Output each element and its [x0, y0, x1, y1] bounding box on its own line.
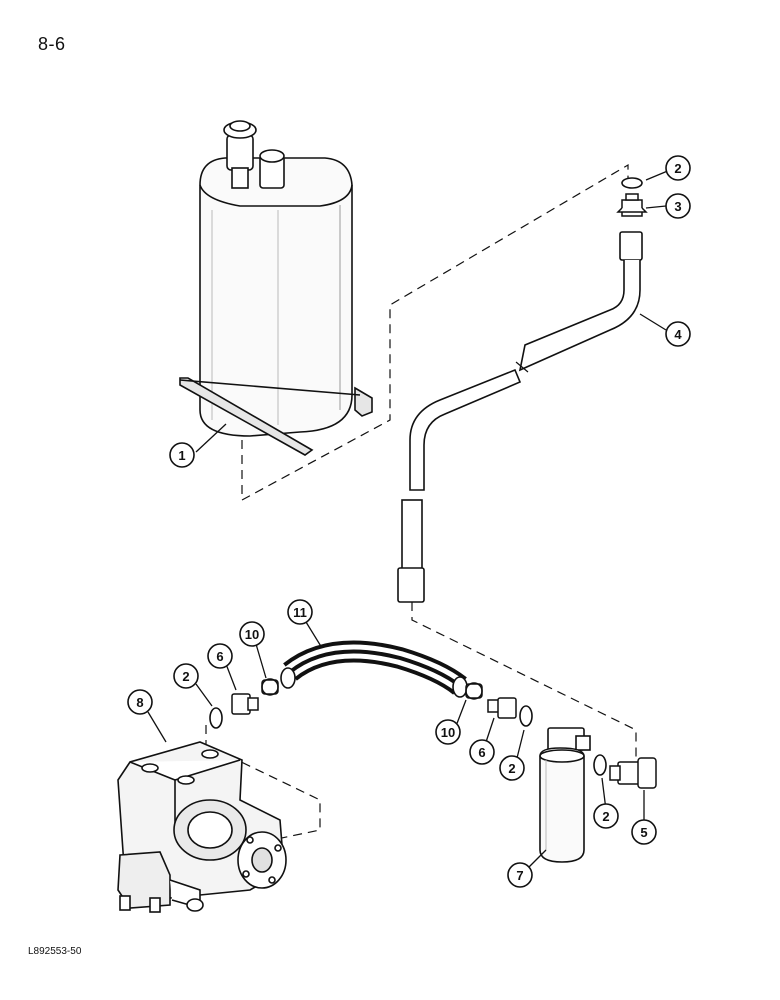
callout-label: 8	[136, 695, 143, 710]
suction-hose	[280, 640, 468, 698]
callout-2-filter-outlet: 2	[593, 803, 619, 829]
hose-clamp-right	[465, 682, 483, 700]
callout-label: 6	[478, 745, 485, 760]
callout-4: 4	[665, 321, 691, 347]
callout-2-pump: 2	[173, 663, 199, 689]
callout-11: 11	[287, 599, 313, 625]
figure-code: L892553-50	[28, 946, 82, 957]
callout-label: 3	[674, 199, 681, 214]
hydraulic-pump	[117, 741, 287, 913]
callout-6-right: 6	[469, 739, 495, 765]
callout-label: 2	[508, 761, 515, 776]
callout-label: 2	[602, 809, 609, 824]
callout-label: 10	[245, 627, 259, 642]
dashed-leader-tank-to-fitting	[241, 163, 629, 502]
mounting-bracket	[179, 377, 373, 456]
o-ring-pump	[209, 707, 223, 729]
callout-label: 1	[178, 448, 185, 463]
callout-2-top: 2	[665, 155, 691, 181]
reservoir-tank	[179, 120, 373, 456]
tank-port	[259, 149, 285, 189]
hose-barb-fitting-right	[487, 697, 517, 719]
callout-5: 5	[631, 819, 657, 845]
o-ring-filter-outlet	[593, 754, 607, 776]
callout-label: 6	[216, 649, 223, 664]
callout-7: 7	[507, 862, 533, 888]
o-ring-filter-inlet	[519, 705, 533, 727]
o-ring-top	[621, 177, 643, 189]
callout-1: 1	[169, 442, 195, 468]
callout-label: 11	[293, 605, 307, 620]
hose-barb-fitting-left	[231, 693, 259, 715]
callout-label: 2	[674, 161, 681, 176]
callout-label: 5	[640, 825, 647, 840]
tube-assembly	[397, 231, 643, 603]
oil-filter	[539, 727, 591, 863]
callout-10-right: 10	[435, 719, 461, 745]
callout-8: 8	[127, 689, 153, 715]
callout-2-filter-inlet: 2	[499, 755, 525, 781]
page-number: 8-6	[38, 34, 66, 54]
callout-3: 3	[665, 193, 691, 219]
dashed-leader-tube-to-filter	[411, 602, 637, 762]
callout-label: 2	[182, 669, 189, 684]
leader-lines	[147, 169, 671, 871]
hose-clamp-left	[261, 678, 279, 696]
callout-label: 7	[516, 868, 523, 883]
callout-6-left: 6	[207, 643, 233, 669]
callout-label: 10	[441, 725, 455, 740]
adapter-fitting	[616, 193, 648, 217]
filler-cap	[223, 120, 257, 189]
elbow-fitting	[609, 757, 657, 789]
callout-label: 4	[674, 327, 682, 342]
callout-10-left: 10	[239, 621, 265, 647]
